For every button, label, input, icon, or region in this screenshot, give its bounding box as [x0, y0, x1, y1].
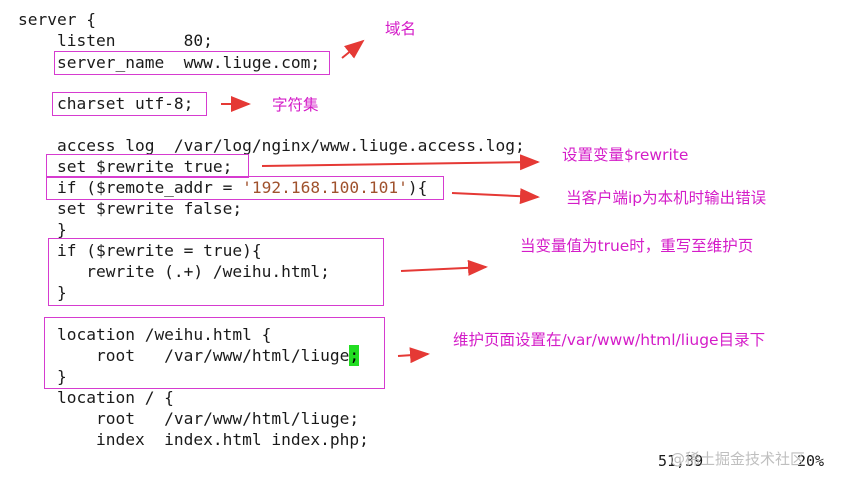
- code-line-5: charset utf-8;: [18, 94, 194, 113]
- code-line-21: index index.html index.php;: [18, 430, 369, 449]
- code-line-3: server_name www.liuge.com;: [18, 53, 321, 72]
- cursor-position: 51,39: [658, 452, 704, 470]
- if-remote-addr-highlight-box: [46, 176, 444, 200]
- annotation-maintenance-dir: 维护页面设置在/var/www/html/liuge目录下: [453, 331, 766, 349]
- code-if-close: ){: [407, 178, 428, 197]
- code-line-11: }: [18, 220, 67, 239]
- code-line-10: set $rewrite false;: [18, 199, 243, 218]
- code-line-12: if ($rewrite = true){: [18, 241, 262, 260]
- code-line-16: location /weihu.html {: [18, 325, 272, 344]
- annotation-charset: 字符集: [272, 96, 319, 114]
- code-line-18: }: [18, 367, 67, 386]
- code-line-14: }: [18, 283, 67, 302]
- rewrite-block-highlight-box: [48, 238, 384, 306]
- code-line-17: root /var/www/html/liuge;: [18, 345, 360, 366]
- text-cursor: ;: [349, 345, 360, 366]
- annotation-local-ip: 当客户端ip为本机时输出错误: [566, 189, 767, 207]
- code-line-13: rewrite (.+) /weihu.html;: [18, 262, 330, 281]
- weihu-location-highlight-box: [44, 317, 385, 389]
- ip-string-literal: '192.168.100.101': [242, 178, 408, 197]
- scroll-percent: 20%: [797, 452, 825, 470]
- watermark: @稀土掘金技术社区: [670, 450, 806, 468]
- arrow-to-domain-note: [341, 39, 365, 59]
- code-line-20: root /var/www/html/liuge;: [18, 409, 360, 428]
- code-line-9: if ($remote_addr = '192.168.100.101'){: [18, 177, 427, 198]
- code-root-path: root /var/www/html/liuge: [18, 346, 350, 365]
- annotation-rewrite-true: 当变量值为true时，重写至维护页: [520, 237, 754, 255]
- arrow-to-local-ip-note: [451, 188, 540, 205]
- annotation-domain: 域名: [385, 20, 417, 38]
- code-line-19: location / {: [18, 388, 174, 407]
- arrow-to-set-variable-note: [261, 154, 540, 171]
- server-name-highlight-box: [54, 51, 330, 75]
- code-if-remote-addr: if ($remote_addr =: [18, 178, 243, 197]
- charset-highlight-box: [52, 92, 207, 116]
- arrow-to-rewrite-note: [400, 259, 488, 276]
- annotation-set-variable: 设置变量$rewrite: [562, 146, 689, 164]
- code-line-8: set $rewrite true;: [18, 157, 233, 176]
- code-line-7: access_log /var/log/nginx/www.liuge.acce…: [18, 136, 525, 155]
- code-line-1: server {: [18, 10, 96, 29]
- arrow-to-maintenance-note: [397, 347, 430, 364]
- set-rewrite-highlight-box: [46, 154, 249, 178]
- code-line-2: listen 80;: [18, 31, 213, 50]
